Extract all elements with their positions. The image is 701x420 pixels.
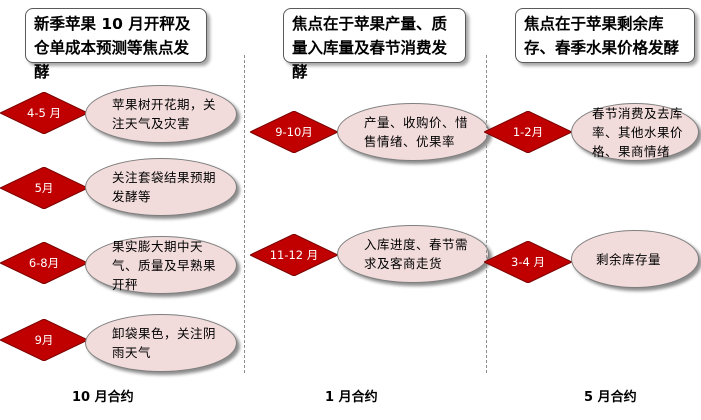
column-1-header: 新季苹果 10 月开秤及仓单成本预测等焦点发酵 [25, 8, 207, 81]
column-2-header: 焦点在于苹果产量、质量入库量及春节消费发酵 [283, 8, 466, 81]
period-label: 11-12 月 [269, 248, 319, 262]
focus-oval-unbagging: 卸袋果色，关注阴雨天气 [85, 314, 237, 372]
period-diamond-3-4: 3-4 月 [484, 241, 572, 283]
period-label: 3-4 月 [511, 255, 545, 269]
period-label: 9-10月 [275, 125, 313, 139]
period-diamond-1-2: 1-2月 [484, 111, 572, 153]
column-3-header: 焦点在于苹果剩余库存、春季水果价格发酵 [515, 8, 695, 63]
period-label: 5月 [34, 181, 54, 195]
period-diamond-6-8: 6-8月 [0, 242, 88, 284]
focus-oval-flowering: 苹果树开花期，关注天气及灾害 [85, 85, 237, 143]
period-diamond-5: 5月 [0, 167, 88, 209]
period-label: 6-8月 [28, 256, 60, 270]
contract-label-10: 10 月合约 [72, 390, 134, 405]
period-label: 4-5 月 [27, 106, 61, 120]
period-diamond-4-5: 4-5 月 [0, 92, 88, 134]
period-diamond-9-10: 9-10月 [250, 111, 338, 153]
focus-oval-storage-progress: 入库进度、春节需求及客商走货 [337, 225, 489, 283]
period-label: 9月 [34, 333, 54, 347]
period-diamond-11-12: 11-12 月 [250, 234, 338, 276]
contract-label-1: 1 月合约 [325, 390, 378, 405]
focus-oval-fruit-expansion: 果实膨大期中天气、质量及早熟果开秤 [85, 236, 237, 294]
period-label: 1-2月 [512, 125, 544, 139]
focus-oval-spring-festival: 春节消费及去库率、其他水果价格、果商情绪 [571, 103, 699, 161]
focus-oval-production: 产量、收购价、惜售情绪、优果率 [337, 103, 489, 161]
column-divider-2 [486, 55, 487, 373]
contract-label-5: 5 月合约 [584, 390, 637, 405]
focus-oval-bagging: 关注套袋结果预期发酵等 [85, 158, 237, 216]
focus-oval-remaining-stock: 剩余库存量 [571, 230, 699, 288]
period-diamond-9: 9月 [0, 319, 88, 361]
column-divider-1 [244, 55, 245, 373]
